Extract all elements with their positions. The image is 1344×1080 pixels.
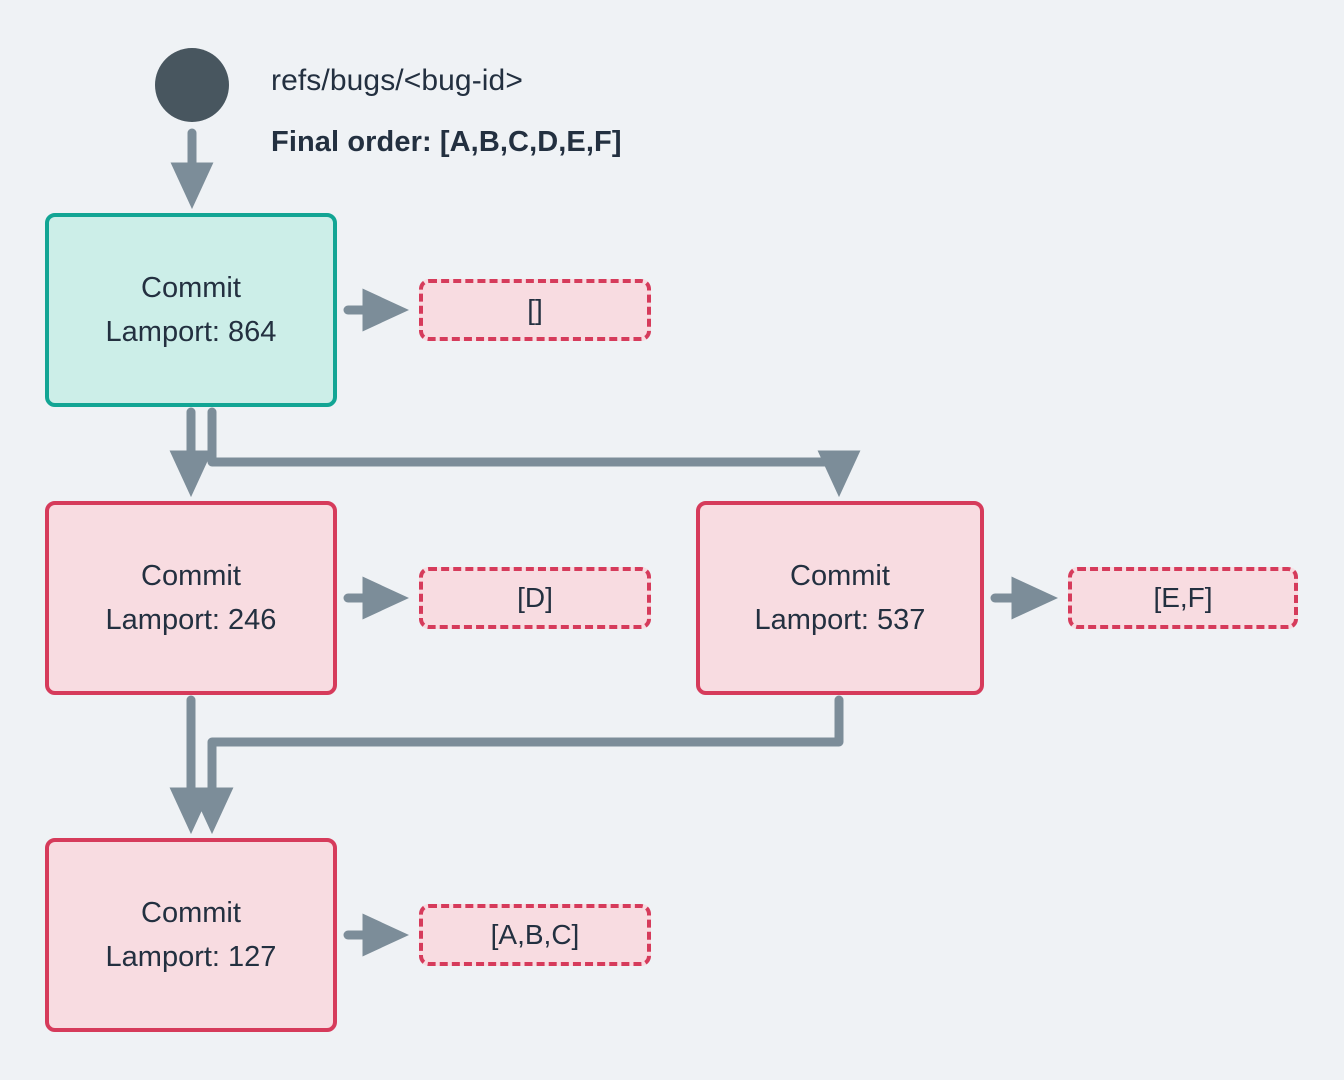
commit-lamport: Lamport: 246 [105, 604, 277, 636]
commit-title: Commit [141, 896, 241, 929]
payload-box-127: [A,B,C] [419, 904, 651, 966]
start-node-dot [155, 48, 229, 122]
commit-node-246[interactable]: Commit Lamport: 246 [45, 501, 337, 695]
ref-label: refs/bugs/<bug-id> [271, 64, 523, 97]
payload-box-537: [E,F] [1068, 567, 1298, 629]
commit-lamport: Lamport: 537 [754, 604, 926, 636]
payload-box-246: [D] [419, 567, 651, 629]
commit-lamport: Lamport: 864 [105, 316, 277, 348]
final-order-label: Final order: [A,B,C,D,E,F] [271, 126, 622, 158]
commit-title: Commit [790, 559, 890, 592]
payload-box-864: [] [419, 279, 651, 341]
commit-title: Commit [141, 559, 241, 592]
commit-node-127[interactable]: Commit Lamport: 127 [45, 838, 337, 1032]
edge-537-to-127 [190, 695, 844, 835]
commit-lamport: Lamport: 127 [105, 941, 277, 973]
commit-node-864[interactable]: Commit Lamport: 864 [45, 213, 337, 407]
commit-title: Commit [141, 271, 241, 304]
edge-864-to-537 [207, 407, 861, 498]
commit-node-537[interactable]: Commit Lamport: 537 [696, 501, 984, 695]
